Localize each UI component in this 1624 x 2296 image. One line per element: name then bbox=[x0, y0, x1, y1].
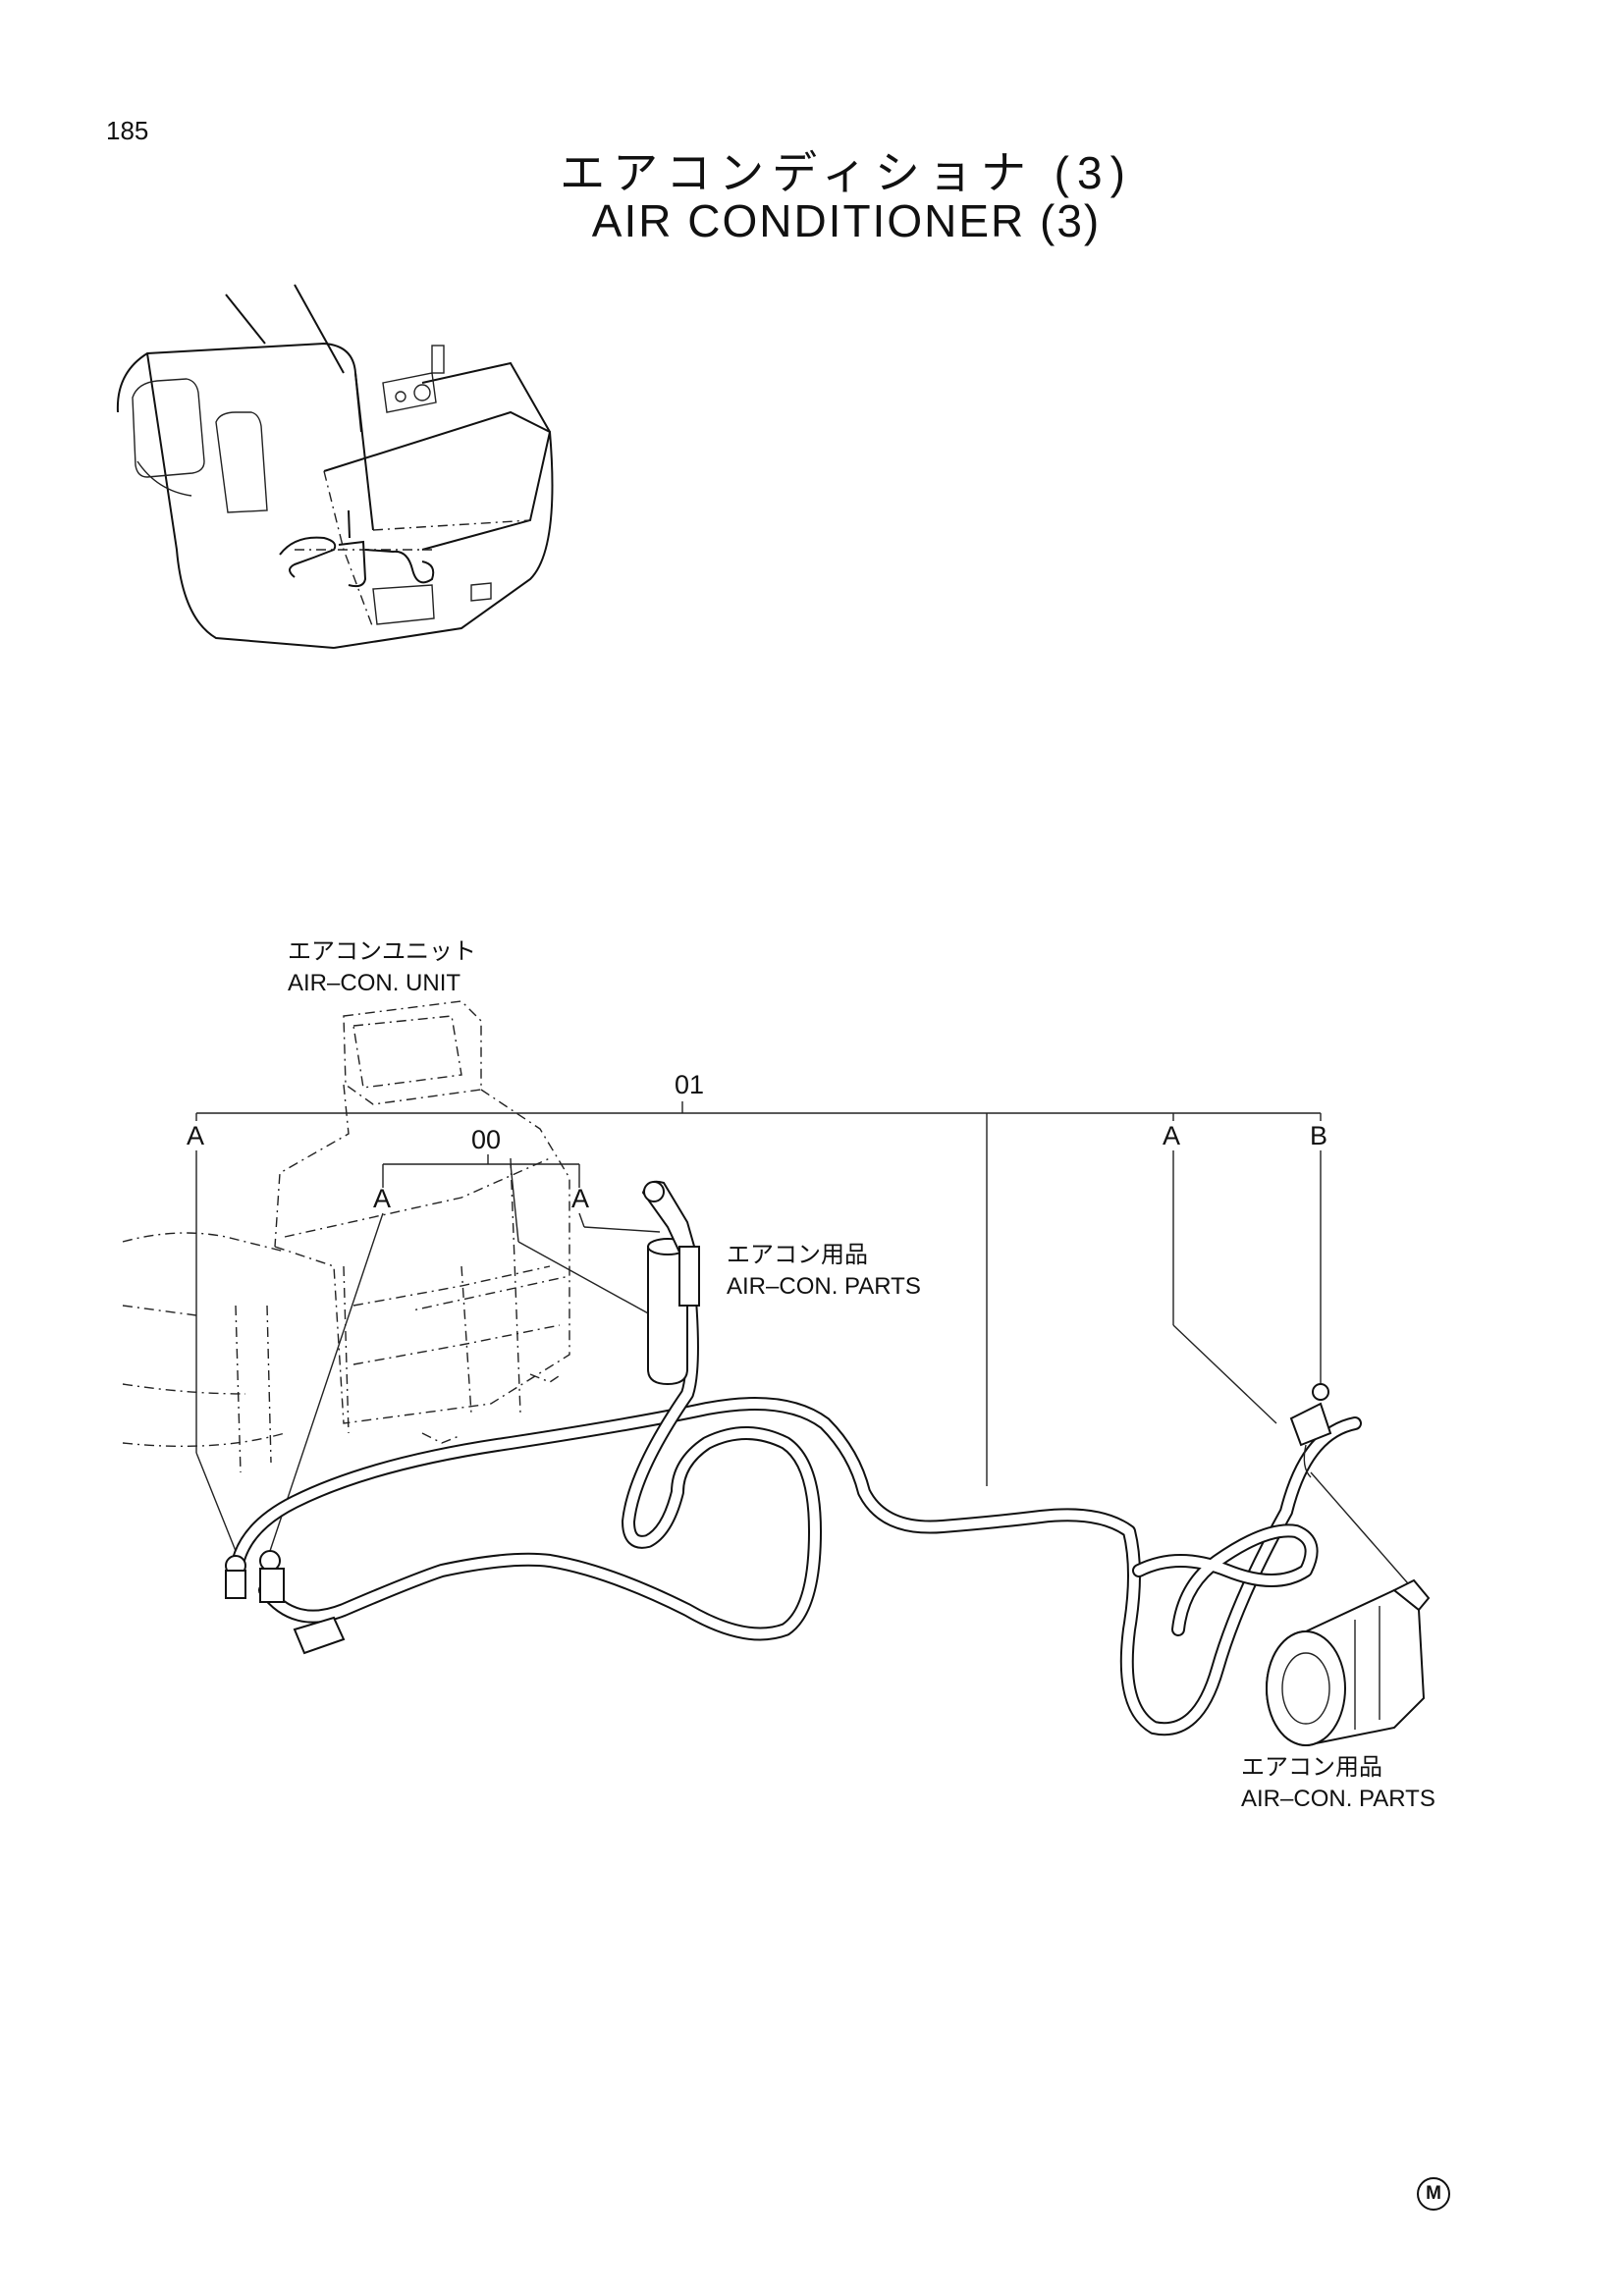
label-compressor-parts-english: AIR–CON. PARTS bbox=[1241, 1786, 1435, 1812]
reference-b: B bbox=[1310, 1121, 1328, 1150]
reference-a-left: A bbox=[187, 1121, 205, 1150]
label-unit-japanese: エアコンユニット bbox=[288, 938, 476, 965]
reference-a-inner-left: A bbox=[373, 1184, 392, 1213]
compressor bbox=[1266, 1578, 1431, 1746]
air-con-unit-body bbox=[122, 1000, 570, 1473]
reference-a-right: A bbox=[1163, 1121, 1181, 1150]
corner-mark: M bbox=[1417, 2177, 1450, 2211]
reference-a-inner-right: A bbox=[571, 1184, 590, 1213]
label-parts-japanese: エアコン用品 bbox=[727, 1242, 868, 1268]
refrigerant-hoses bbox=[229, 1259, 1362, 1736]
compressor-fittings bbox=[1289, 1383, 1332, 1478]
receiver-dryer bbox=[641, 1180, 700, 1386]
label-unit-english: AIR–CON. UNIT bbox=[288, 970, 461, 996]
excavator-locator-view bbox=[116, 284, 554, 649]
page-number: 185 bbox=[106, 116, 149, 145]
reference-00: 00 bbox=[471, 1125, 502, 1154]
title-english: AIR CONDITIONER (3) bbox=[591, 195, 1102, 246]
reference-lines bbox=[195, 1101, 1415, 1591]
unit-fittings bbox=[225, 1550, 346, 1655]
label-compressor-parts-japanese: エアコン用品 bbox=[1241, 1754, 1382, 1781]
title-japanese: エアコンディショナ (3) bbox=[560, 147, 1133, 198]
reference-01: 01 bbox=[675, 1070, 705, 1099]
label-parts-english: AIR–CON. PARTS bbox=[727, 1273, 921, 1300]
